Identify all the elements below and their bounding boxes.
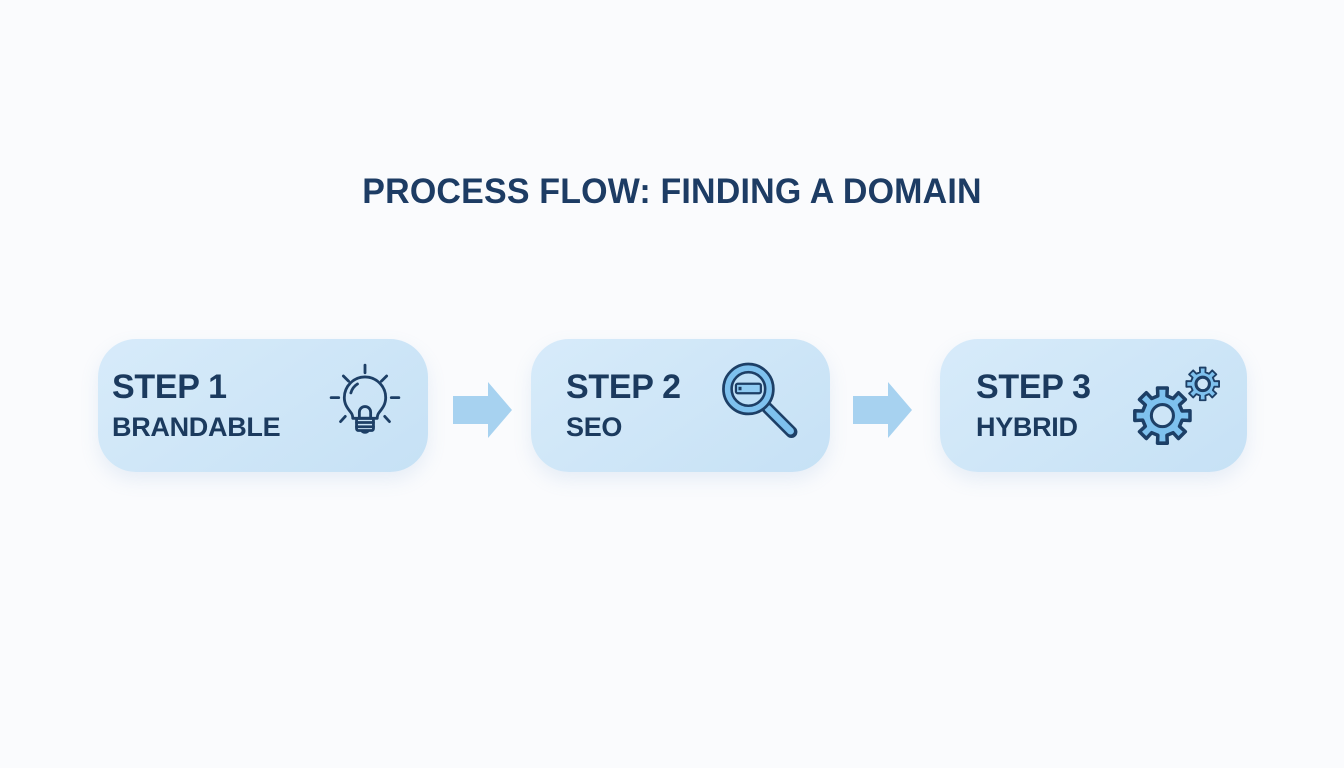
- step-2-card: STEP 2 SEO: [531, 339, 830, 472]
- search-magnifier-icon: [722, 362, 798, 438]
- step-1-card: STEP 1 BRANDABLE: [98, 339, 428, 472]
- step-3-card: STEP 3 HYBRID: [940, 339, 1247, 472]
- step-3-sublabel: HYBRID: [976, 412, 1078, 442]
- step-1-label: STEP 1: [112, 368, 227, 406]
- step-2-label: STEP 2: [566, 368, 681, 406]
- arrow-right-icon: [853, 382, 912, 438]
- step-2-sublabel: SEO: [566, 412, 623, 442]
- diagram-title: PROCESS FLOW: FINDING A DOMAIN: [362, 172, 982, 211]
- step-3-label: STEP 3: [976, 368, 1091, 406]
- lightbulb-idea-icon: [329, 363, 401, 434]
- gears-icon: [1133, 366, 1220, 445]
- arrow-right-icon: [453, 382, 512, 438]
- step-1-sublabel: BRANDABLE: [112, 412, 281, 442]
